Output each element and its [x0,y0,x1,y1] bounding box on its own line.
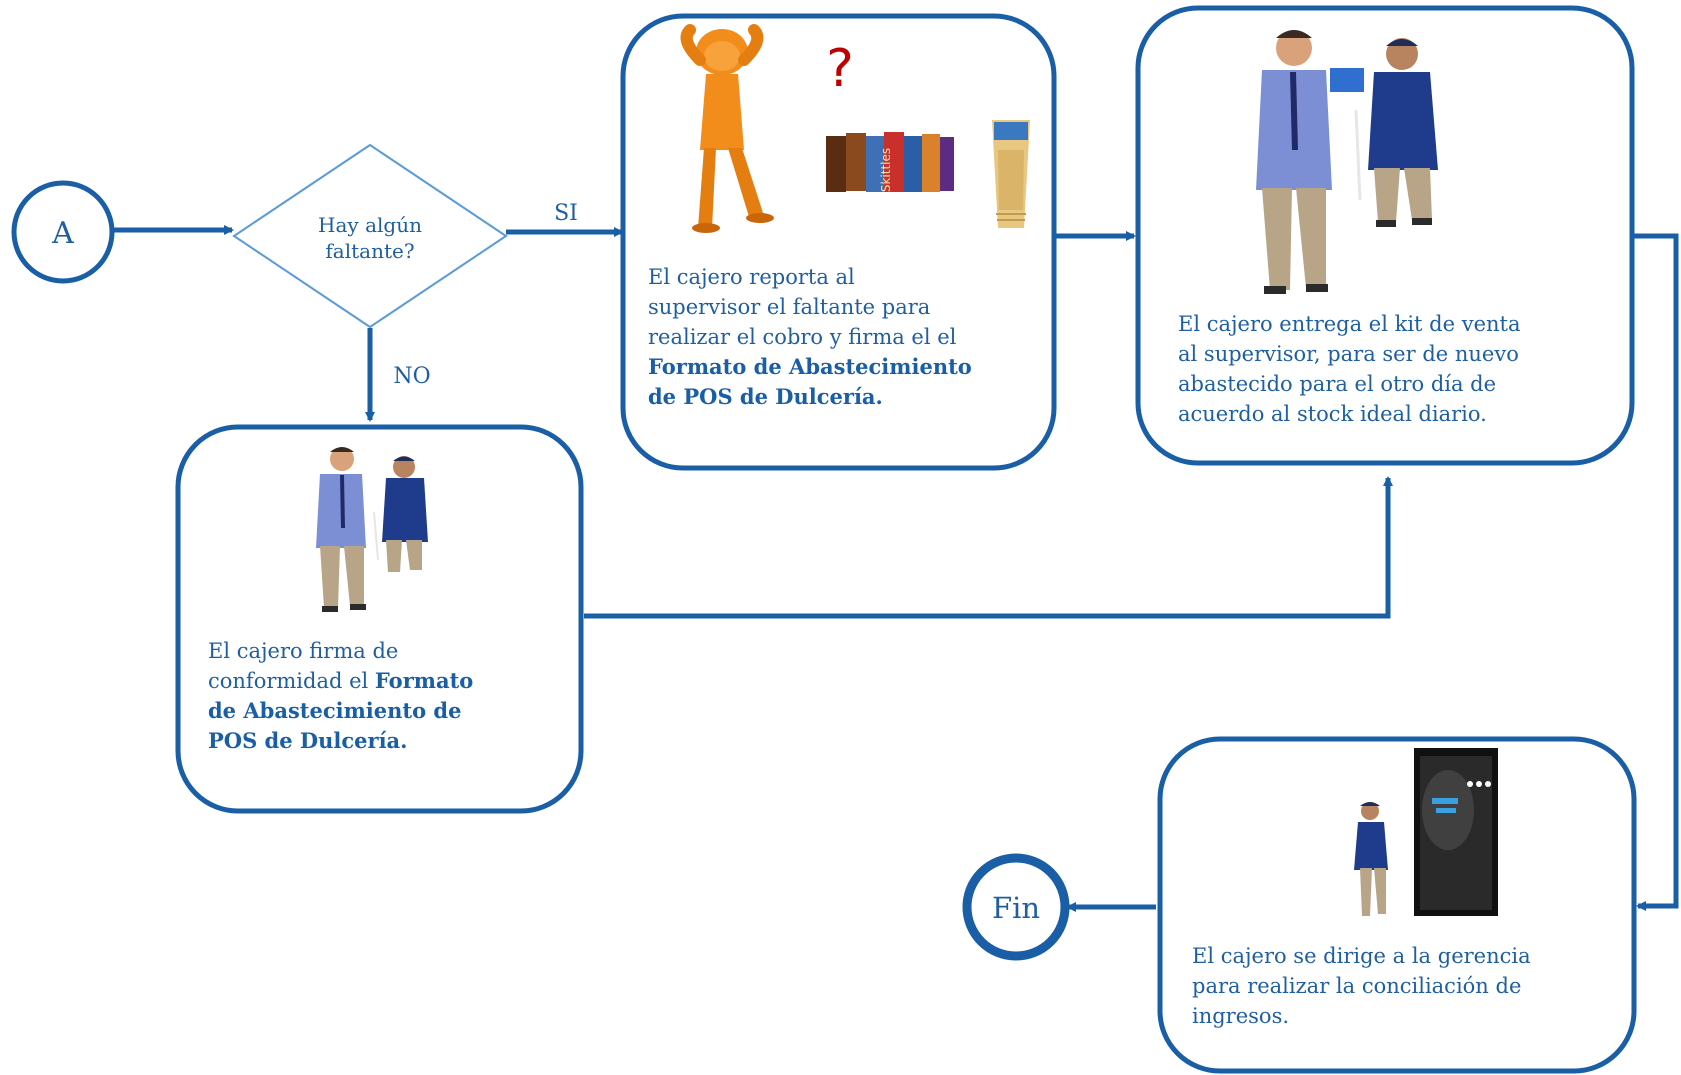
decision-diamond [232,143,508,329]
deliver-kit-text: El cajero entrega el kit de venta al sup… [1178,309,1618,429]
deliver-line-4: acuerdo al stock ideal diario. [1178,402,1487,426]
sign-bold-3: de Abastecimiento de [208,698,462,723]
deliver-line-3: abastecido para el otro día de [1178,372,1497,396]
deliver-line-1: El cajero entrega el kit de venta [1178,312,1521,336]
report-line-3: realizar el cobro y firma el el [648,325,957,349]
arrow-sign-to-deliver [584,476,1393,619]
box-go-to-management [1157,736,1637,1074]
go-to-management-text: El cajero se dirige a la gerencia para r… [1192,941,1622,1031]
manager-line-2: para realizar la conciliación de [1192,974,1522,998]
arrow-deliver-to-manager [1634,233,1679,911]
start-connector-label: A [51,216,74,251]
decision-question-line1: Hay algún [318,213,422,237]
cup-stack-illustration [992,120,1030,228]
report-shortage-text: El cajero reporta al supervisor el falta… [648,262,1048,412]
question-mark: ? [826,39,854,99]
end-connector-label: Fin [992,891,1040,925]
no-label: NO [393,364,430,389]
manager-line-1: El cajero se dirige a la gerencia [1192,944,1531,968]
management-door-photo [1354,748,1498,916]
yes-label: SI [554,201,578,226]
report-bold-2: de POS de Dulcería. [648,384,883,409]
decision-question-line2: faltante? [325,239,414,263]
cashier-supervisor-photo [1256,30,1438,294]
report-bold-1: Formato de Abastecimiento [648,354,972,379]
sign-line-1: El cajero firma de [208,639,399,663]
worried-person-illustration [680,24,774,233]
manager-line-3: ingresos. [1192,1004,1290,1028]
sign-line-2: conformidad el [208,669,375,693]
cashier-supervisor-small-photo [316,447,428,612]
sign-bold-4: POS de Dulcería. [208,728,408,753]
flow-arrows [114,225,1679,912]
report-line-2: supervisor el faltante para [648,295,931,319]
svg-text:Skittles: Skittles [879,148,893,192]
start-connector [11,180,115,284]
sign-format-text: El cajero firma de conformidad el Format… [208,636,568,756]
sign-bold-2: Formato [374,668,474,693]
box-sign-format [175,424,584,814]
candy-products-illustration: Skittles [826,132,954,192]
deliver-line-2: al supervisor, para ser de nuevo [1178,342,1519,366]
end-connector [962,853,1070,961]
report-line-1: El cajero reporta al [648,265,855,289]
